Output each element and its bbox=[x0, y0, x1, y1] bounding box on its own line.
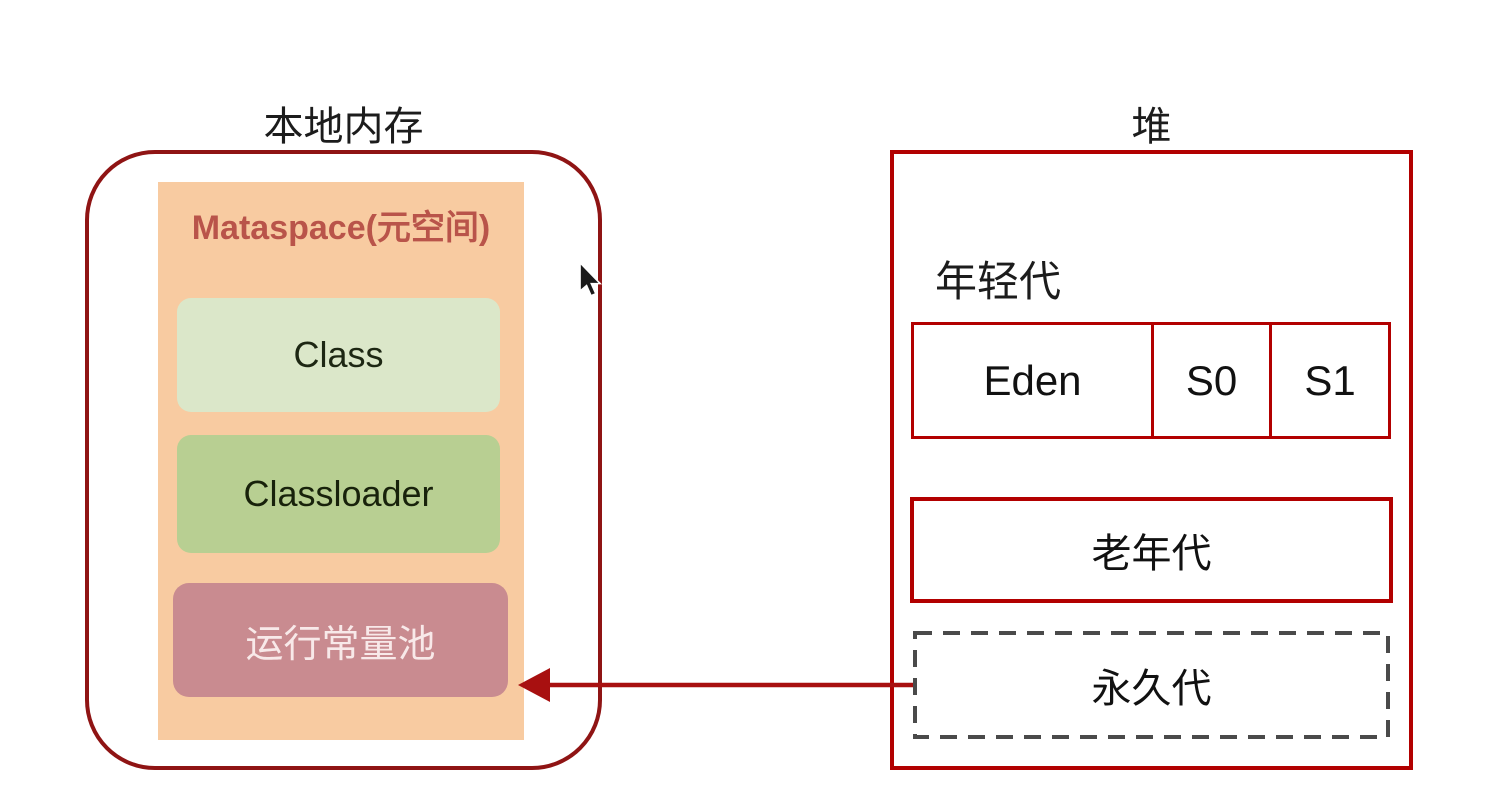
heap-container bbox=[890, 150, 1413, 770]
metaspace-box: Mataspace(元空间) Class Classloader 运行常量池 bbox=[158, 182, 524, 740]
local-memory-title: 本地内存 bbox=[263, 105, 424, 149]
s0-region-box: S0 bbox=[1151, 322, 1272, 439]
old-generation-box: 老年代 bbox=[910, 497, 1393, 603]
runtime-constant-pool-box: 运行常量池 bbox=[173, 583, 508, 697]
s1-region-box: S1 bbox=[1269, 322, 1391, 439]
old-generation-label: 老年代 bbox=[1091, 532, 1212, 576]
metaspace-title: Mataspace(元空间) bbox=[191, 209, 491, 247]
classloader-label: Classloader bbox=[243, 473, 434, 514]
eden-region-box: Eden bbox=[911, 322, 1154, 439]
young-generation-label: 年轻代 bbox=[935, 258, 1062, 305]
class-box: Class bbox=[177, 298, 500, 412]
runtime-constant-pool-label: 运行常量池 bbox=[245, 623, 436, 666]
class-label: Class bbox=[293, 334, 384, 375]
s0-label: S0 bbox=[1185, 356, 1238, 404]
classloader-box: Classloader bbox=[177, 435, 500, 553]
eden-label: Eden bbox=[983, 356, 1082, 404]
permanent-generation-box: 永久代 bbox=[913, 631, 1390, 739]
perm-gen-dashed-border bbox=[913, 631, 1390, 739]
local-memory-container bbox=[85, 150, 602, 770]
permanent-generation-label: 永久代 bbox=[1091, 667, 1212, 711]
s1-label: S1 bbox=[1304, 356, 1356, 404]
heap-title: 堆 bbox=[1131, 105, 1172, 149]
